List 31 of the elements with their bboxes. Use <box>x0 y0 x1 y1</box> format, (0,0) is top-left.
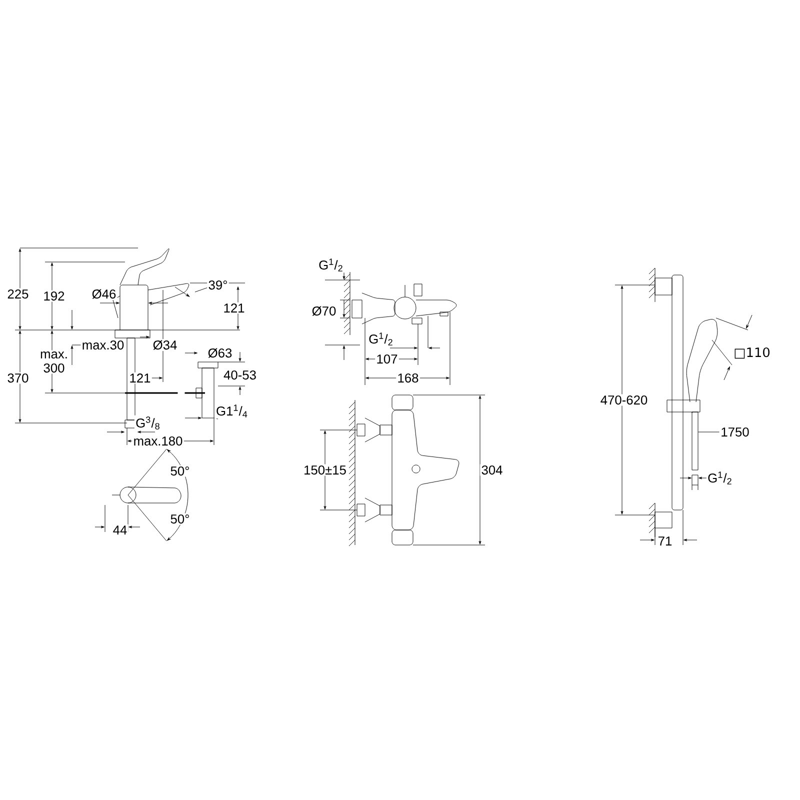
dimension-label: Ø63 <box>206 347 234 359</box>
dimension-label: 304 <box>480 464 504 476</box>
dimension-label: Ø70 <box>310 305 338 317</box>
dimension-label: G$^{1}$/$_{2}$ <box>706 470 734 486</box>
dimension-label: 121 <box>222 302 246 314</box>
dimension-label: 470-620 <box>599 394 649 406</box>
dimension-label: 168 <box>396 372 420 384</box>
dimension-label: □110 <box>732 346 772 360</box>
dimension-label: G$^{1}$/$_{2}$ <box>317 257 345 273</box>
dimension-label: 39° <box>207 279 229 291</box>
dimension-label: 71 <box>656 535 674 547</box>
dimension-label: 40-53 <box>222 369 258 381</box>
dimension-label: 370 <box>6 372 30 384</box>
dimension-label: G1$^{1}$/$_{4}$ <box>214 403 250 419</box>
dimension-label: 50° <box>169 465 191 477</box>
dimension-label: 50° <box>169 513 191 525</box>
dimension-label: 107 <box>375 353 399 365</box>
dimension-label: Ø34 <box>152 339 178 351</box>
dimension-label: 150±15 <box>302 464 348 476</box>
dimension-label: max.30 <box>80 339 126 351</box>
dimension-label: 1750 <box>722 427 749 437</box>
dimension-label: G$^{1}$/$_{2}$ <box>367 331 395 347</box>
dimension-label: 225 <box>6 288 30 300</box>
hose-bar <box>692 412 698 470</box>
dimension-label: Ø46 <box>90 288 118 300</box>
dimension-label: 44 <box>112 524 128 536</box>
dimension-label: max.180 <box>132 435 184 447</box>
dimension-label: 121 <box>128 372 152 384</box>
dimension-label: G$^{3}$/$_{8}$ <box>134 415 162 431</box>
dimension-label: 192 <box>42 290 66 302</box>
dimension-label: max. 300 <box>38 350 70 374</box>
